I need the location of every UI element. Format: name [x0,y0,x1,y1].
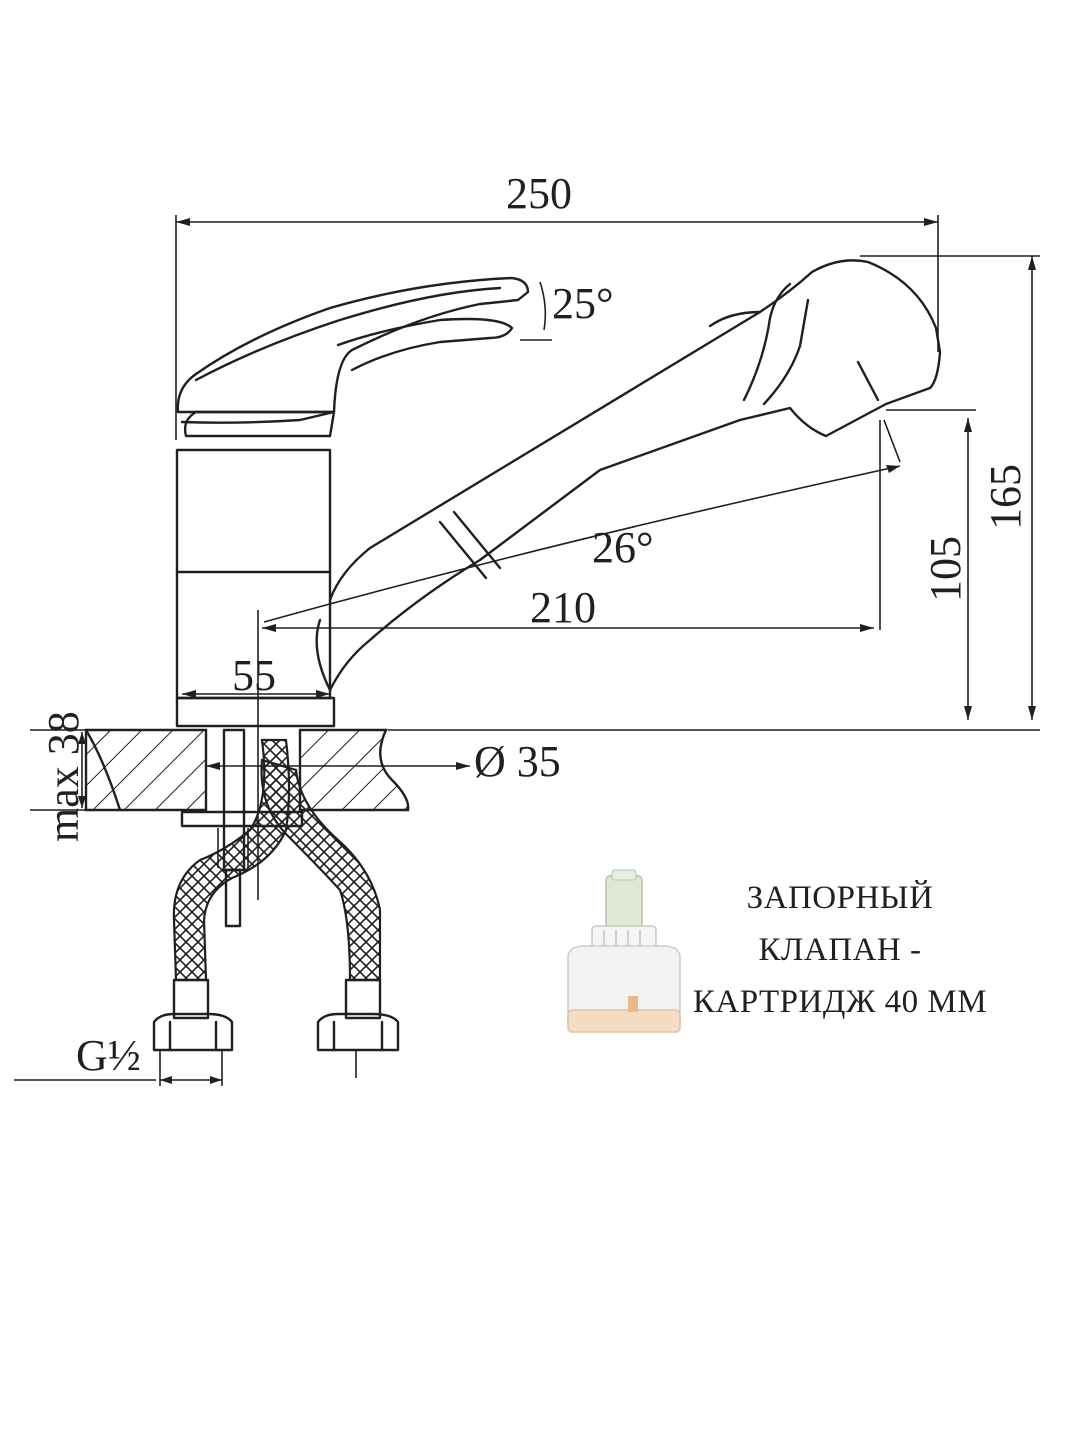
mounting-stud [217,728,249,928]
countertop-section [84,728,410,828]
dimension-lines [14,215,1040,1086]
cartridge-image [567,869,681,1033]
cartridge-caption: ЗАПОРНЫЙ КЛАПАН - КАРТРИДЖ 40 ММ [660,872,1020,1028]
dim-165-label: 165 [981,464,1030,530]
faucet-body [175,410,336,728]
caption-line-2: КЛАПАН - [758,932,922,968]
dim-55-label: 55 [232,651,276,700]
lever-handle [176,276,530,424]
braided-hose-right [260,758,400,1078]
caption-line-3: КАРТРИДЖ 40 ММ [692,984,988,1020]
dim-250-label: 250 [506,169,572,218]
dim-25deg-label: 25° [552,279,614,328]
dim-210-label: 210 [530,583,596,632]
caption-line-1: ЗАПОРНЫЙ [746,880,934,916]
pullout-spout [315,259,942,692]
dim-diameter-label: Ø 35 [474,737,561,786]
dim-105-label: 105 [921,536,970,602]
dim-max38-label: max 38 [39,711,88,842]
dim-thread-label: G½ [76,1031,141,1080]
dim-26deg-label: 26° [592,523,654,572]
